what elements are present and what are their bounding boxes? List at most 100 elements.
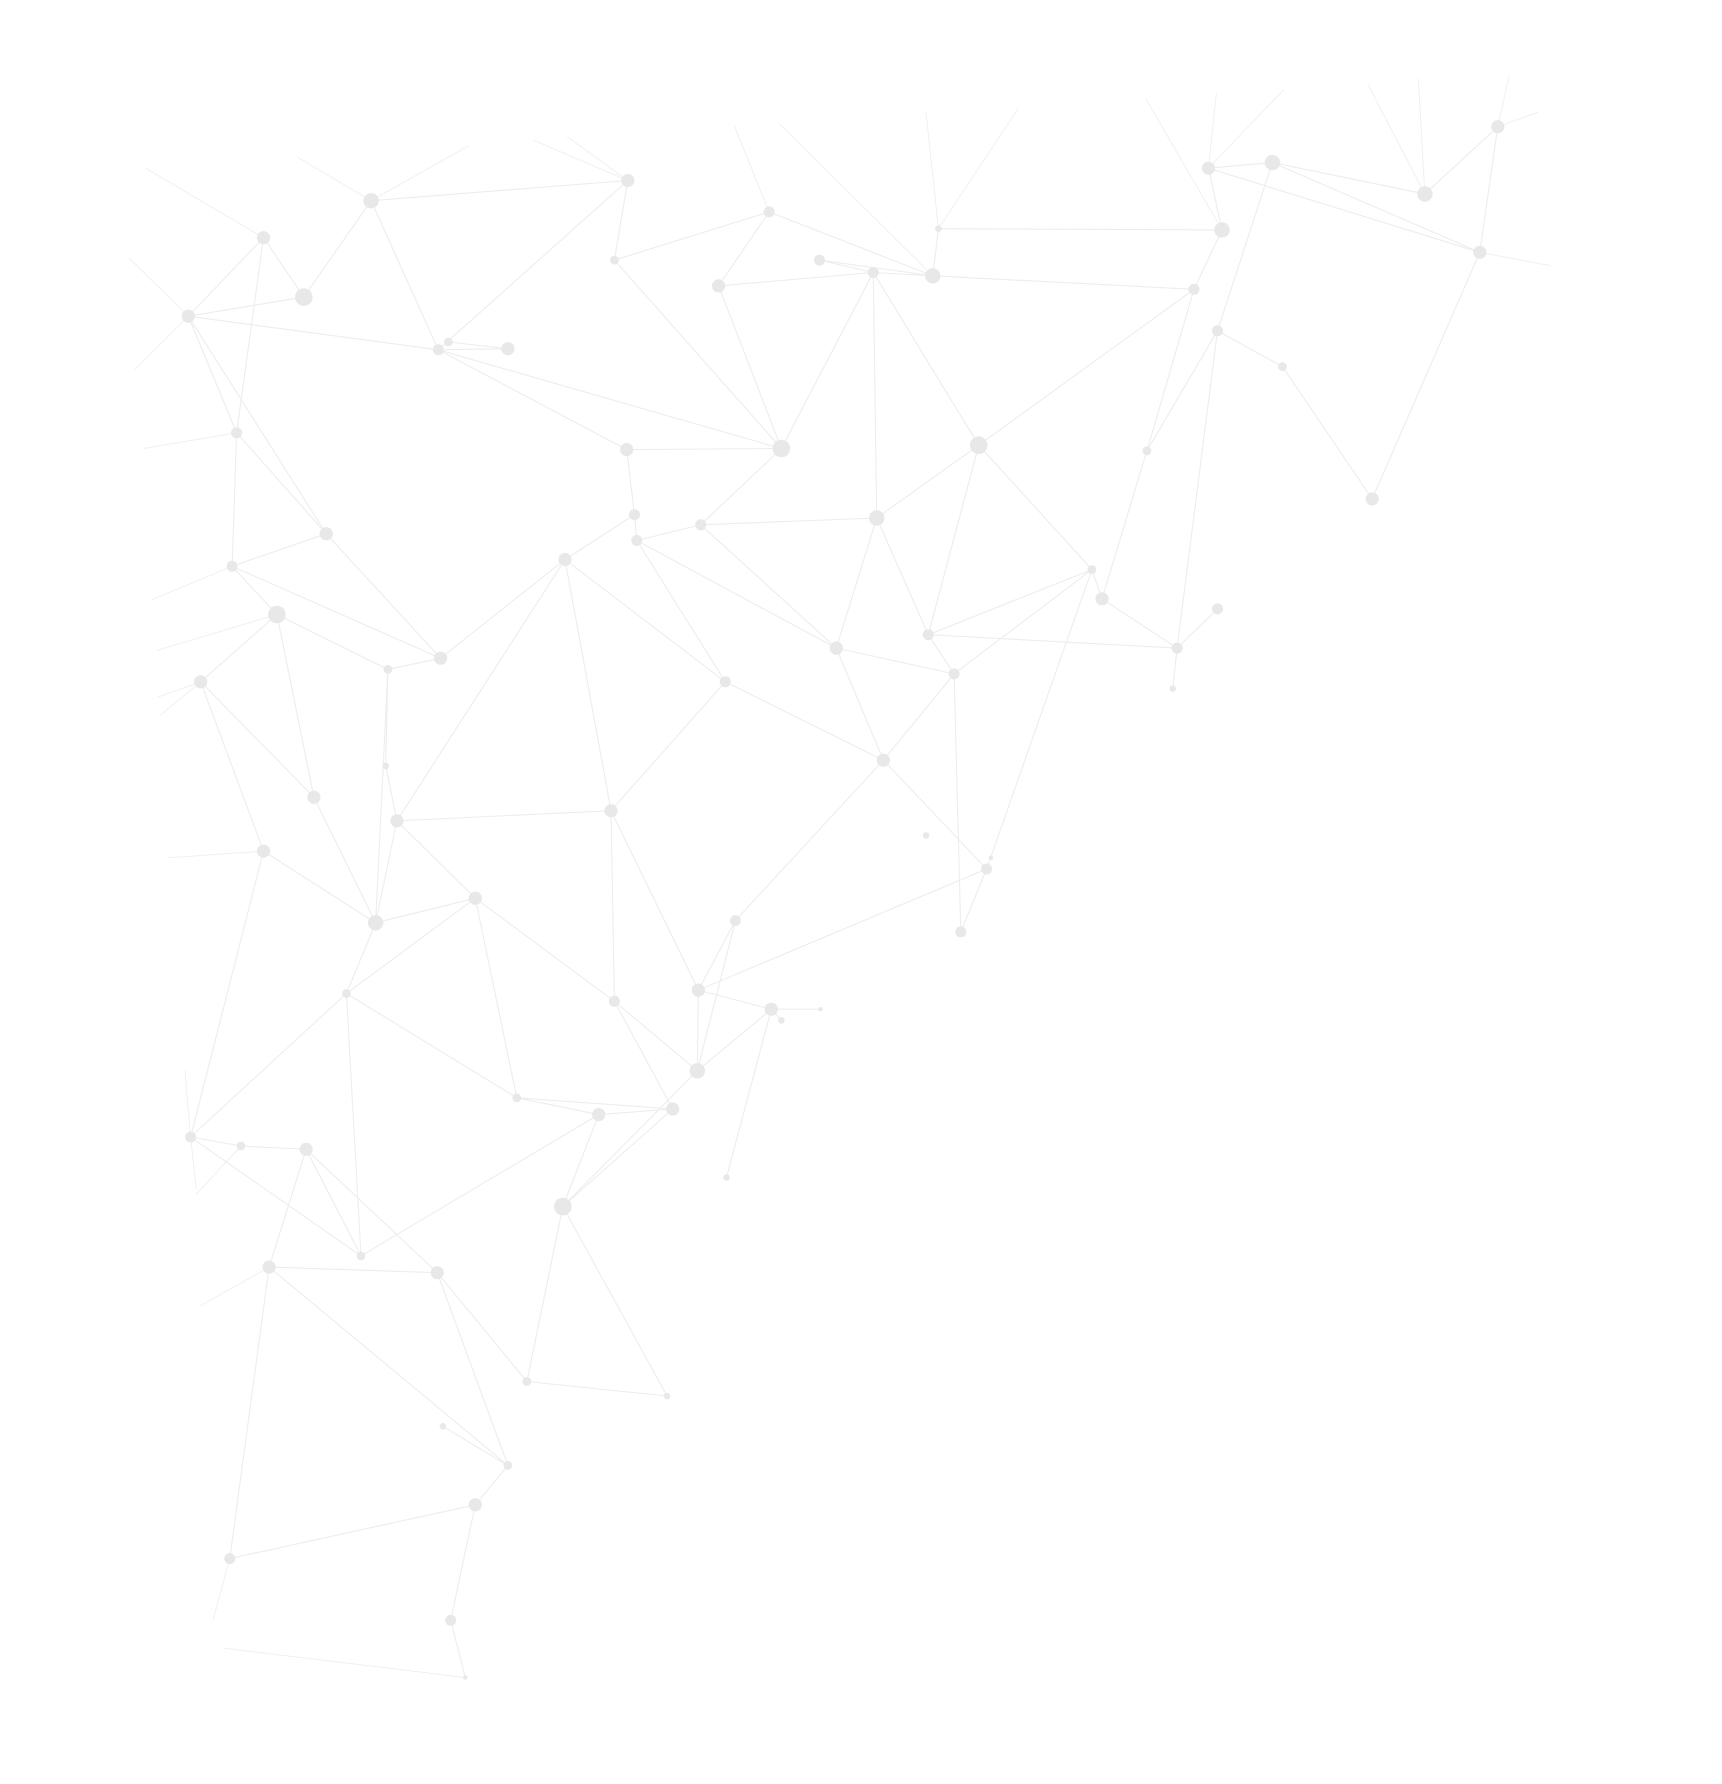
network-edge xyxy=(928,569,1093,636)
network-node xyxy=(772,439,791,458)
network-edge xyxy=(698,868,987,991)
network-node xyxy=(439,1423,447,1430)
network-edge xyxy=(268,1266,509,1466)
network-edge xyxy=(978,288,1195,446)
network-edge xyxy=(128,257,189,317)
network-edge xyxy=(1479,126,1499,253)
network-edge xyxy=(1176,330,1219,649)
network-edge xyxy=(236,432,327,535)
network-edge xyxy=(212,1558,231,1621)
network-node xyxy=(969,436,988,455)
network-edge xyxy=(184,1070,192,1138)
network-node xyxy=(463,1675,468,1680)
network-edge xyxy=(1146,330,1218,452)
network-edge xyxy=(200,614,278,683)
network-edge xyxy=(375,897,476,924)
network-edge xyxy=(396,810,612,822)
network-edge xyxy=(1417,78,1426,195)
network-edge xyxy=(636,540,837,649)
network-node xyxy=(268,605,286,624)
network-node xyxy=(363,193,379,209)
network-node xyxy=(818,1007,823,1012)
network-edge xyxy=(696,990,699,1071)
network-edge xyxy=(626,447,782,451)
network-node xyxy=(1212,603,1223,615)
network-node xyxy=(356,1251,366,1261)
network-node xyxy=(712,279,726,293)
network-nodes xyxy=(181,120,1505,1680)
network-node xyxy=(185,1131,197,1143)
network-edge xyxy=(836,647,955,675)
network-edge xyxy=(360,1114,599,1257)
network-edge xyxy=(567,136,629,181)
network-edge xyxy=(932,275,1195,290)
network-edge xyxy=(346,897,476,994)
network-edge xyxy=(718,271,874,287)
network-node xyxy=(295,288,313,306)
network-edge xyxy=(346,993,518,1099)
network-edge xyxy=(1217,330,1283,368)
network-edge xyxy=(1176,608,1218,649)
network-edge xyxy=(883,759,987,870)
network-edge xyxy=(610,810,615,1002)
network-edge xyxy=(229,1504,476,1560)
network-node xyxy=(869,510,885,526)
network-edge xyxy=(1146,289,1195,451)
network-edge xyxy=(145,167,264,239)
network-edge xyxy=(564,514,635,560)
network-edge xyxy=(156,614,278,651)
network-edge xyxy=(876,517,929,635)
network-edge xyxy=(474,898,518,1098)
network-node xyxy=(434,651,448,665)
network-edge xyxy=(159,681,202,716)
network-edge xyxy=(533,139,628,181)
network-edge xyxy=(598,1108,673,1116)
network-edge xyxy=(564,559,612,811)
network-node xyxy=(432,344,444,356)
network-edge xyxy=(303,200,372,298)
network-edge xyxy=(516,1097,599,1116)
network-edge xyxy=(370,145,469,202)
network-edge xyxy=(778,122,934,277)
network-edge xyxy=(269,1266,438,1274)
network-node xyxy=(1491,120,1505,134)
network-node xyxy=(1087,565,1097,574)
network-edge xyxy=(526,1206,564,1382)
network-node xyxy=(468,1498,482,1512)
network-edge xyxy=(960,868,988,933)
network-node xyxy=(1473,245,1487,259)
network-edge xyxy=(385,765,398,821)
network-edge xyxy=(1208,93,1217,169)
network-edge xyxy=(613,259,782,449)
network-edge xyxy=(1208,167,1480,253)
network-node xyxy=(558,552,572,567)
network-node xyxy=(925,268,941,284)
network-node xyxy=(1214,222,1230,238)
network-edge xyxy=(872,272,878,519)
network-edge xyxy=(276,614,389,670)
network-node xyxy=(1365,492,1379,506)
network-node xyxy=(522,1377,532,1386)
network-edge xyxy=(698,989,772,1010)
network-edge xyxy=(371,179,628,202)
network-edge xyxy=(345,922,377,994)
network-edge xyxy=(1207,168,1223,231)
network-node xyxy=(1188,283,1200,295)
network-edge xyxy=(231,565,441,659)
network-edge xyxy=(345,993,362,1256)
network-edge xyxy=(636,524,701,542)
network-edge xyxy=(1101,598,1178,649)
network-edge xyxy=(229,1267,270,1559)
network-edge xyxy=(375,669,389,923)
network-edge xyxy=(819,259,874,274)
network-node xyxy=(629,509,640,521)
network-node xyxy=(691,983,706,997)
network-node xyxy=(666,1102,680,1116)
network-edge xyxy=(375,820,398,923)
network-edge xyxy=(1101,450,1148,599)
network-edge xyxy=(168,850,264,859)
network-edge xyxy=(932,228,939,276)
network-edge xyxy=(440,559,566,659)
network-edge xyxy=(725,1009,772,1178)
network-edge xyxy=(953,569,1093,675)
